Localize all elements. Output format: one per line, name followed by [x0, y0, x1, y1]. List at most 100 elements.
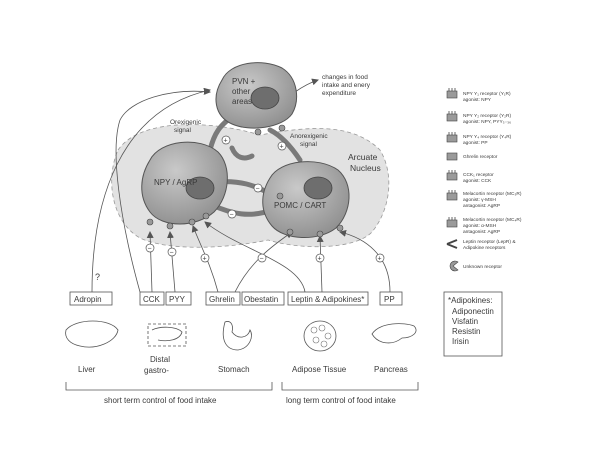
orexigenic-label-1: Orexigenic [170, 119, 202, 126]
legend-icon-y4r [446, 132, 458, 143]
pomc-label: POMC / CART [274, 201, 326, 210]
legend-icon-ghrelin-receptor [446, 152, 458, 161]
pomc-nucleus [303, 176, 333, 200]
legend-4-line-1: agonist: CCK [463, 178, 492, 184]
orexigenic-label-2: signal [174, 127, 192, 134]
sign-pp-pomc: + [378, 256, 382, 263]
organ-distal-1: Distal [150, 355, 170, 364]
legend-6-line-1: agonist: α-MSH [463, 223, 497, 229]
sign-pyy-npy: − [170, 250, 174, 257]
anorexigenic-label-1: Anorexigenic [290, 133, 328, 140]
legend-0-line-1: agonist: NPY [463, 97, 492, 103]
arrow-leptin-pomc [316, 235, 324, 293]
adipokine-2: Visfatin [452, 317, 478, 326]
sign-npy-pomc: − [256, 186, 260, 193]
box-obestatin [241, 291, 285, 306]
short-term-label: short term control of food intake [104, 396, 217, 405]
arcuate-label-1: Arcuate [348, 152, 378, 162]
neuron-receptors [146, 124, 344, 238]
legend-8-line-0: Unknown receptor [463, 264, 502, 270]
legend-5-line-2: antagonist: AgRP [463, 203, 500, 209]
sign-npy-pvn: + [224, 138, 228, 145]
organ-stomach: Stomach [218, 365, 250, 374]
sign-pomc-pvn: + [280, 144, 284, 151]
organ-liver: Liver [78, 365, 96, 374]
receptor-legend: NPY Y₁ receptor (Y₁R) agonist: NPY NPY Y… [446, 88, 522, 272]
hormone-cck: CCK [143, 295, 161, 304]
hormone-leptin: Leptin & Adipokines* [291, 295, 364, 304]
box-pyy [165, 291, 192, 306]
arrow-cck-pvn [115, 87, 211, 293]
legend-2-line-1: agonist: PP [463, 140, 488, 146]
arrow-adropin-pvn [91, 87, 211, 293]
axon-pvn-stub [229, 145, 255, 161]
arrow-pp-pomc [339, 229, 391, 293]
anorexigenic-label-2: signal [300, 141, 318, 148]
outcome-line-1: changes in food [322, 74, 368, 81]
box-ghrelin [205, 291, 241, 306]
adipose-tissue-icon [303, 320, 337, 352]
legend-1-line-0: NPY Y₂ receptor (Y₂R) [463, 113, 511, 119]
hormone-boxes: Adropin CCK PYY Ghrelin Obestatin Leptin… [69, 291, 403, 306]
organ-pancreas: Pancreas [374, 365, 408, 374]
box-leptin [287, 291, 369, 306]
sign-pomc-npy: − [230, 212, 234, 219]
npy-label: NPY / AgRP [154, 178, 197, 187]
adipokines-title: *Adipokines: [448, 296, 492, 305]
pvn-neuron: PVN + other areas [215, 62, 298, 129]
pvn-label-2: other [232, 87, 251, 96]
pvn-nucleus [250, 86, 280, 110]
arrow-leptin-npy [204, 221, 306, 293]
box-pp [379, 291, 403, 306]
hormone-pp: PP [384, 295, 395, 304]
legend-icon-mc4r [446, 217, 458, 228]
organ-distal-2: gastro- [144, 366, 169, 375]
legend-icon-y1r [446, 88, 458, 99]
liver-icon [65, 320, 119, 348]
npy-nucleus [185, 176, 215, 200]
legend-icon-unknown-receptor [449, 260, 459, 272]
arrow-pyy-npy [167, 231, 176, 293]
legend-icon-mc3r [446, 190, 458, 201]
legend-0-line-0: NPY Y₁ receptor (Y₁R) [463, 91, 511, 97]
legend-7-line-1: Adipokine receptors [463, 245, 506, 251]
legend-6-line-2: antagonist: AgRP [463, 229, 500, 235]
pancreas-icon [371, 323, 417, 344]
box-cck [139, 291, 165, 306]
sign-markers: + + − − − − + − + + [145, 135, 385, 263]
sign-obestatin-pomc: − [260, 256, 264, 263]
adipokine-1: Adiponectin [452, 307, 494, 316]
hormone-obestatin: Obestatin [244, 295, 278, 304]
adropin-question: ? [95, 272, 100, 282]
long-term-label: long term control of food intake [286, 396, 396, 405]
hormone-ghrelin: Ghrelin [209, 295, 235, 304]
sign-leptin-pomc: + [318, 256, 322, 263]
hormone-pyy: PYY [169, 295, 186, 304]
arrow-cck-npy [146, 231, 154, 293]
bracket-long-term [281, 382, 419, 391]
axon-pomc-pvn [267, 127, 303, 163]
sign-cck-npy: − [148, 246, 152, 253]
hormone-adropin: Adropin [74, 295, 102, 304]
pvn-label-3: areas [232, 97, 252, 106]
legend-1-line-1: agonist: NPY, PYY₃₋₃₆ [463, 119, 511, 125]
adipokine-3: Resistin [452, 327, 480, 336]
adipokine-4: Irisin [452, 337, 469, 346]
pvn-label-1: PVN + [232, 77, 256, 86]
outcome-line-3: expenditure [322, 90, 356, 97]
npy-agrp-neuron: NPY / AgRP [141, 141, 228, 225]
stomach-icon [222, 321, 252, 351]
pomc-cart-neuron: POMC / CART [262, 161, 350, 239]
legend-5-line-1: agonist: γ-MSH [463, 197, 496, 203]
legend-7-line-0: Leptin receptor (LepR) & [463, 239, 516, 245]
legend-icon-y2r [446, 111, 458, 122]
arrow-pvn-outcome [294, 78, 319, 93]
legend-6-line-0: Melacortin receptor (MC₄R) [463, 217, 522, 223]
legend-4-line-0: CCK₁ receptor [463, 172, 494, 178]
box-adropin [69, 291, 113, 306]
sign-ghrelin-npy: + [203, 256, 207, 263]
adipokines-box [443, 291, 503, 357]
organ-adipose: Adipose Tissue [292, 365, 347, 374]
